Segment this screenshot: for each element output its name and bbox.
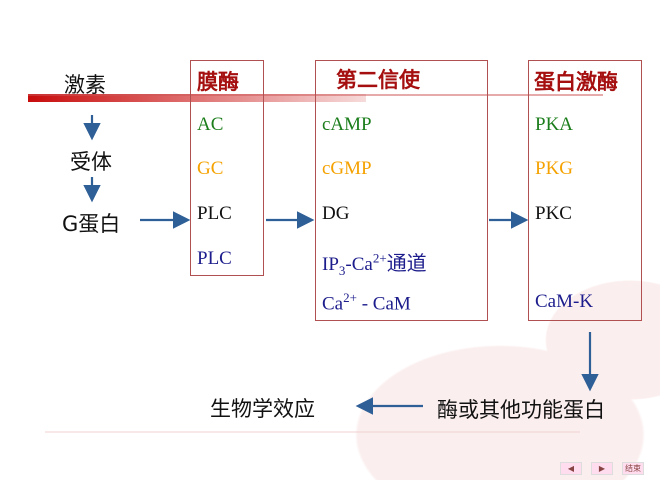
ca-sup: 2+ (343, 290, 357, 305)
target-protein-label: 酶或其他功能蛋白 (437, 398, 605, 422)
enzyme-plc: PLC (197, 203, 232, 224)
end-show-button[interactable]: 结束 (622, 462, 644, 475)
messenger-camp: cAMP (322, 114, 372, 135)
ca-text: Ca (322, 293, 344, 315)
ip3-sup: 2+ (372, 250, 387, 266)
messenger-dg: DG (322, 203, 350, 224)
ip3-text: IP (322, 254, 339, 275)
messenger-ca-cam: Ca2+ - CaM (322, 290, 411, 315)
biological-effect-label: 生物学效应 (210, 397, 315, 421)
enzyme-gc: GC (197, 158, 224, 179)
cam-text: - CaM (356, 293, 411, 315)
title-bar (28, 94, 366, 102)
messenger-cgmp: cGMP (322, 158, 372, 179)
ip3-sub: 3 (338, 262, 346, 278)
protein-kinase-box (528, 60, 642, 321)
kinase-camk: CaM-K (535, 291, 594, 312)
next-slide-button[interactable]: ▶ (591, 462, 613, 475)
membrane-enzyme-box (190, 60, 264, 276)
kinase-pkc: PKC (535, 203, 572, 224)
enzyme-plc-2: PLC (197, 248, 232, 269)
messenger-ip3: IP3-Ca2+通道 (322, 247, 427, 279)
ip3-channel: 通道 (386, 251, 427, 275)
receptor-label: 受体 (70, 150, 112, 174)
kinase-pka: PKA (535, 114, 574, 135)
g-protein-label: G蛋白 (62, 212, 121, 236)
second-messenger-title: 第二信使 (336, 68, 420, 92)
kinase-pkg: PKG (535, 158, 574, 179)
second-messenger-box (315, 60, 488, 321)
prev-slide-button[interactable]: ◀ (560, 462, 582, 475)
hormone-label: 激素 (64, 73, 106, 97)
enzyme-ac: AC (197, 114, 224, 135)
membrane-enzyme-title: 膜酶 (197, 70, 239, 94)
ip3-ca: -Ca (345, 254, 373, 275)
protein-kinase-title: 蛋白激酶 (534, 70, 618, 94)
